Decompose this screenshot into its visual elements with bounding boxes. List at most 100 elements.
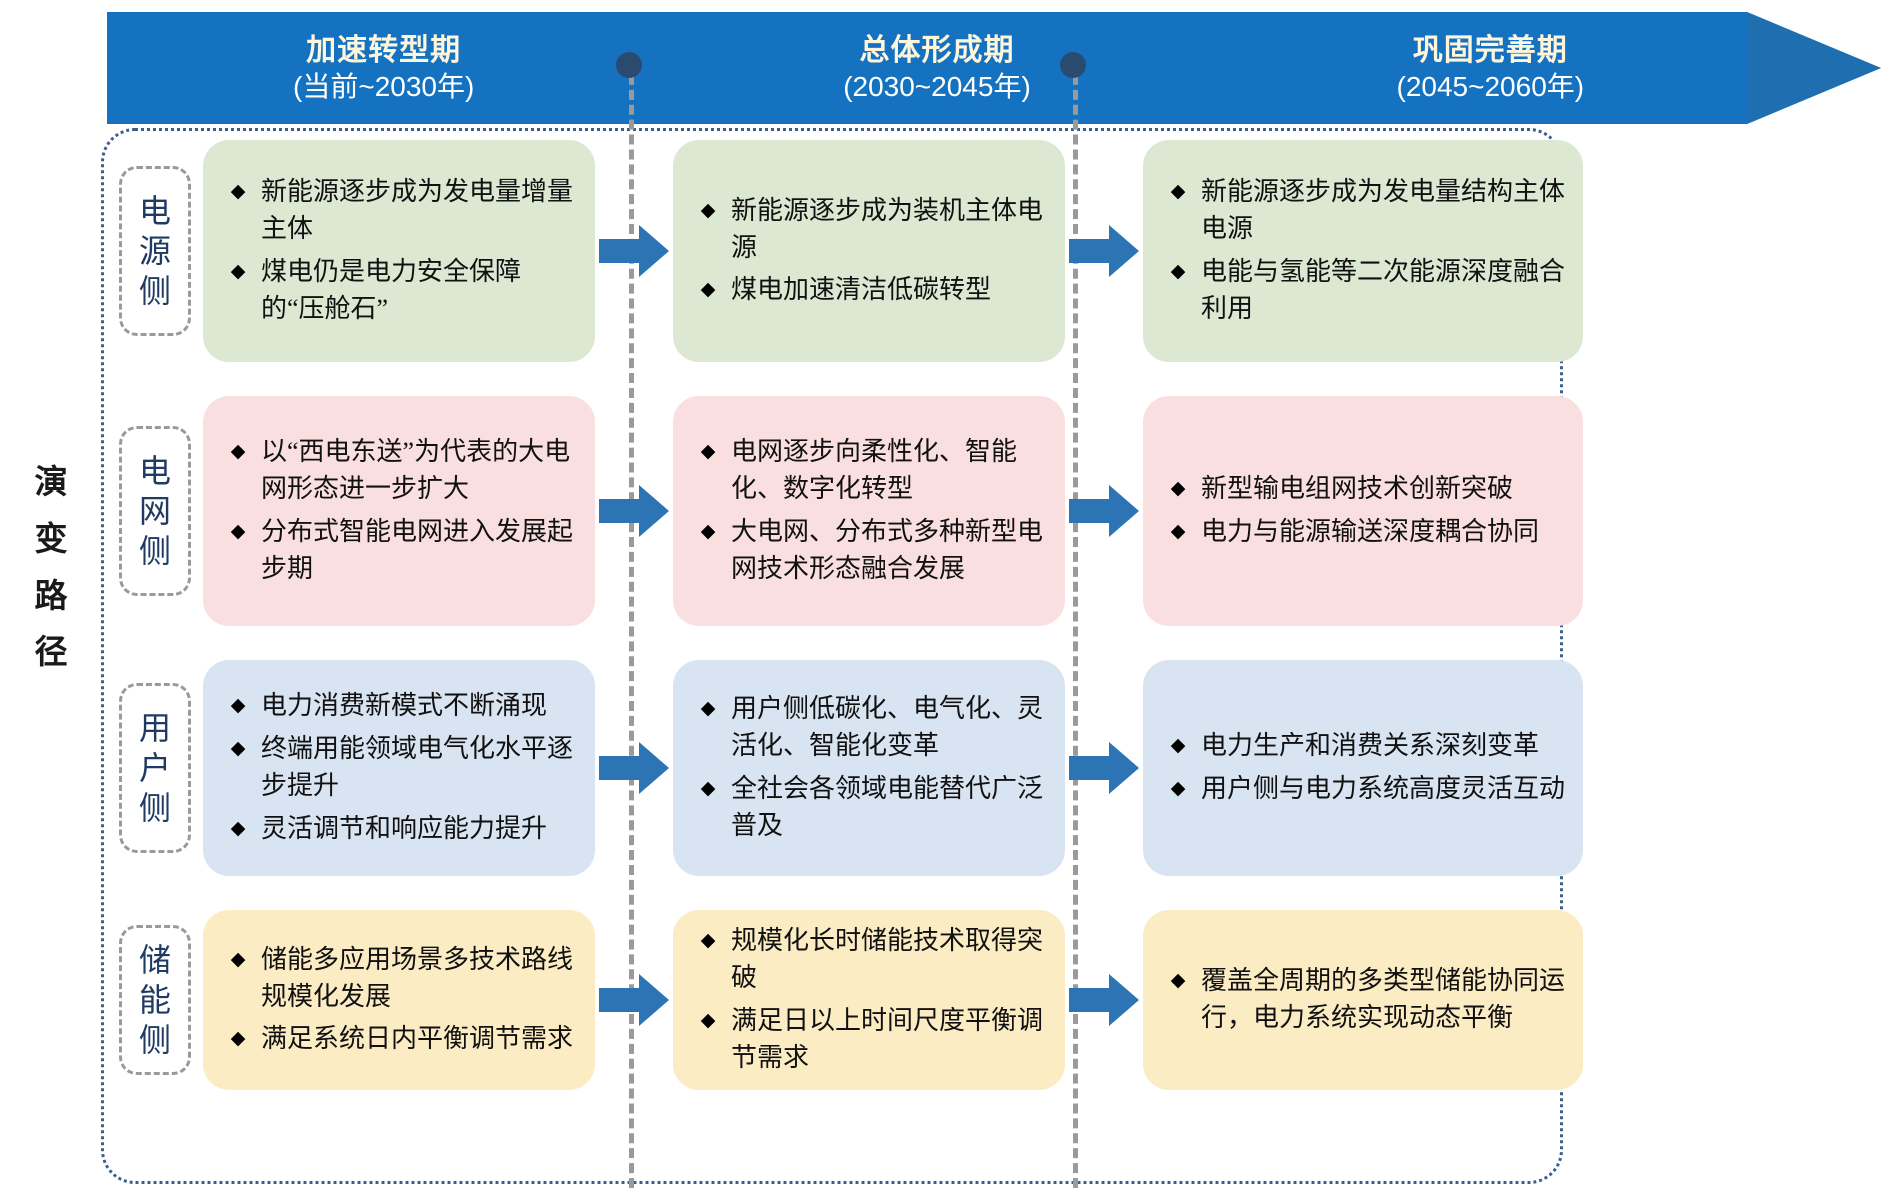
phase-2-range: (2030~2045年) [843, 71, 1031, 103]
right-arrow-icon [1069, 742, 1139, 794]
card-storage-side-phase-3: ◆ 覆盖全周期的多类型储能协同运行，电力系统实现动态平衡 [1143, 910, 1583, 1090]
bullet-diamond-icon: ◆ [700, 199, 716, 221]
card-user-side-phase-1: ◆电力消费新模式不断涌现◆终端用能领域电气化水平逐步提升◆灵活调节和响应能力提升 [203, 660, 595, 876]
bullet-text: 规模化长时储能技术取得突破 [731, 926, 1044, 993]
bullet-diamond-icon: ◆ [700, 279, 716, 301]
bullet-diamond-icon: ◆ [1170, 970, 1186, 992]
list-item: ◆ 终端用能领域电气化水平逐步提升 [215, 731, 577, 805]
card-grid-side-phase-1: ◆以“西电东送”为代表的大电网形态进一步扩大◆分布式智能电网进入发展起步期 [203, 396, 595, 626]
evolution-path-char-2: 变 [34, 521, 68, 558]
bullet-diamond-icon: ◆ [230, 1028, 246, 1050]
bullet-text: 新型输电组网技术创新突破 [1201, 474, 1514, 504]
bullet-diamond-icon: ◆ [230, 181, 246, 203]
matrix-row-user-side: 用户侧◆电力消费新模式不断涌现◆终端用能领域电气化水平逐步提升◆灵活调节和响应能… [105, 660, 1583, 876]
bullet-diamond-icon: ◆ [700, 930, 716, 952]
banner-arrow-shape [107, 12, 1881, 124]
matrix-grid: 电源侧◆新能源逐步成为发电量增量主体◆煤电仍是电力安全保障的“压舱石”◆新能源逐… [105, 140, 1583, 1180]
bullet-diamond-icon: ◆ [1170, 521, 1186, 542]
row-label-user-side: 用户侧 [119, 683, 191, 853]
row-label-char: 能 [138, 981, 171, 1018]
card-grid-side-phase-2: ◆电网逐步向柔性化、智能化、数字化转型◆大电网、分布式多种新型电网技术形态融合发… [673, 396, 1065, 626]
matrix-row-power-side: 电源侧 ◆ 新能源逐步成为发电量增量主体 ◆煤电仍是电力安全保障的“压舱石” ◆ 新能源逐… [105, 140, 1583, 362]
row-label-char: 网 [138, 492, 171, 529]
list-item: ◆电网逐步向柔性化、智能化、数字化转型 [685, 434, 1047, 508]
connector-storage-side-1 [595, 910, 673, 1090]
right-arrow-icon [599, 974, 669, 1026]
right-arrow-icon [599, 485, 669, 537]
row-gap [105, 876, 1565, 910]
bullet-diamond-icon: ◆ [1170, 478, 1186, 500]
row-label-char: 户 [138, 749, 171, 786]
row-label-char: 侧 [138, 1022, 171, 1059]
list-item: ◆ 电力与能源输送深度耦合协同 [1155, 514, 1565, 551]
bullet-diamond-icon: ◆ [700, 521, 716, 542]
list-item: ◆煤电仍是电力安全保障的“压舱石” [215, 254, 577, 328]
phase-label-group: 加速转型期 (当前~2030年) 总体形成期 (2030~2045年) 巩固完善… [107, 12, 1767, 124]
connector-storage-side-2 [1065, 910, 1143, 1090]
row-label-char: 源 [138, 232, 171, 269]
matrix-row-grid-side: 电网侧◆以“西电东送”为代表的大电网形态进一步扩大◆分布式智能电网进入发展起步期… [105, 396, 1583, 626]
card-storage-side-phase-2: ◆规模化长时储能技术取得突破◆满足日以上时间尺度平衡调节需求 [673, 910, 1065, 1090]
bullet-list: ◆ 覆盖全周期的多类型储能协同运行，电力系统实现动态平衡 [1155, 963, 1565, 1037]
list-item: ◆电力生产和消费关系深刻变革 [1155, 728, 1565, 765]
list-item: ◆ 规模化长时储能技术取得突破 [685, 923, 1047, 997]
list-item: ◆电能与氢能等二次能源深度融合利用 [1155, 254, 1565, 328]
right-arrow-icon [599, 225, 669, 277]
connector-user-side-1 [595, 660, 673, 876]
right-arrow-icon [1069, 225, 1139, 277]
bullet-list: ◆ 新型输电组网技术创新突破 ◆ 电力与能源输送深度耦合协同 [1155, 471, 1565, 551]
bullet-diamond-icon: ◆ [230, 441, 246, 463]
phase-2-title: 总体形成期 [859, 32, 1015, 68]
phase-2: 总体形成期 (2030~2045年) [660, 12, 1213, 124]
bullet-text: 煤电加速清洁低碳转型 [731, 275, 992, 305]
timeline-dot-icon-2 [1060, 52, 1086, 78]
matrix-row-storage-side: 储能侧◆储能多应用场景多技术路线规模化发展◆满足系统日内平衡调节需求◆规模化长时… [105, 910, 1583, 1090]
bullet-diamond-icon: ◆ [1170, 735, 1186, 757]
bullet-list: ◆电网逐步向柔性化、智能化、数字化转型◆大电网、分布式多种新型电网技术形态融合发… [685, 434, 1047, 588]
bullet-list: ◆电力消费新模式不断涌现◆终端用能领域电气化水平逐步提升◆灵活调节和响应能力提升 [215, 688, 577, 848]
bullet-text: 分布式智能电网进入发展起步期 [261, 517, 574, 583]
card-user-side-phase-2: ◆用户侧低碳化、电气化、灵活化、智能化变革◆全社会各领域电能替代广泛普及 [673, 660, 1065, 876]
bullet-text: 满足系统日内平衡调节需求 [261, 1024, 574, 1054]
row-gap [105, 362, 1565, 396]
bullet-list: ◆以“西电东送”为代表的大电网形态进一步扩大◆分布式智能电网进入发展起步期 [215, 434, 577, 588]
bullet-text: 新能源逐步成为发电量增量主体 [261, 177, 574, 244]
bullet-text: 用户侧低碳化、电气化、灵活化、智能化变革 [731, 694, 1044, 761]
list-item: ◆ 满足系统日内平衡调节需求 [215, 1021, 577, 1058]
bullet-diamond-icon: ◆ [700, 698, 716, 720]
phase-1-title: 加速转型期 [306, 32, 462, 68]
list-item: ◆灵活调节和响应能力提升 [215, 811, 577, 848]
row-label-char: 电 [138, 192, 171, 229]
bullet-diamond-icon: ◆ [700, 778, 716, 799]
bullet-list: ◆用户侧低碳化、电气化、灵活化、智能化变革◆全社会各领域电能替代广泛普及 [685, 691, 1047, 845]
row-label-char: 侧 [138, 273, 171, 310]
content-outline [101, 128, 1563, 1184]
evolution-path-char-4: 径 [34, 635, 68, 672]
row-label-char: 储 [138, 941, 171, 978]
bullet-diamond-icon: ◆ [230, 948, 246, 970]
bullet-text: 电力与能源输送深度耦合协同 [1201, 517, 1540, 546]
bullet-list: ◆储能多应用场景多技术路线规模化发展◆满足系统日内平衡调节需求 [215, 942, 577, 1059]
bullet-text: 新能源逐步成为发电量结构主体电源 [1201, 177, 1566, 244]
evolution-path-char-1: 演 [34, 465, 68, 501]
bullet-text: 以“西电东送”为代表的大电网形态进一步扩大 [261, 437, 571, 504]
list-item: ◆ 新能源逐步成为发电量结构主体电源 [1155, 174, 1565, 248]
list-item: ◆ 用户侧低碳化、电气化、灵活化、智能化变革 [685, 691, 1047, 765]
bullet-diamond-icon: ◆ [230, 738, 246, 760]
list-item: ◆ 煤电加速清洁低碳转型 [685, 272, 1047, 309]
row-gap [105, 626, 1565, 660]
bullet-list: ◆电力生产和消费关系深刻变革◆用户侧与电力系统高度灵活互动 [1155, 728, 1565, 808]
phase-divider-2 [1073, 60, 1078, 1188]
connector-user-side-2 [1065, 660, 1143, 876]
evolution-path-label: 演 变 路 径 [6, 455, 96, 682]
right-arrow-icon [1069, 974, 1139, 1026]
bullet-diamond-icon: ◆ [1170, 181, 1186, 203]
list-item: ◆ 覆盖全周期的多类型储能协同运行，电力系统实现动态平衡 [1155, 963, 1565, 1037]
bullet-text: 电网逐步向柔性化、智能化、数字化转型 [731, 437, 1018, 504]
right-arrow-icon [599, 742, 669, 794]
card-storage-side-phase-1: ◆储能多应用场景多技术路线规模化发展◆满足系统日内平衡调节需求 [203, 910, 595, 1090]
bullet-text: 终端用能领域电气化水平逐步提升 [261, 734, 574, 800]
bullet-text: 覆盖全周期的多类型储能协同运行，电力系统实现动态平衡 [1201, 966, 1566, 1032]
connector-power-side-2 [1065, 140, 1143, 362]
